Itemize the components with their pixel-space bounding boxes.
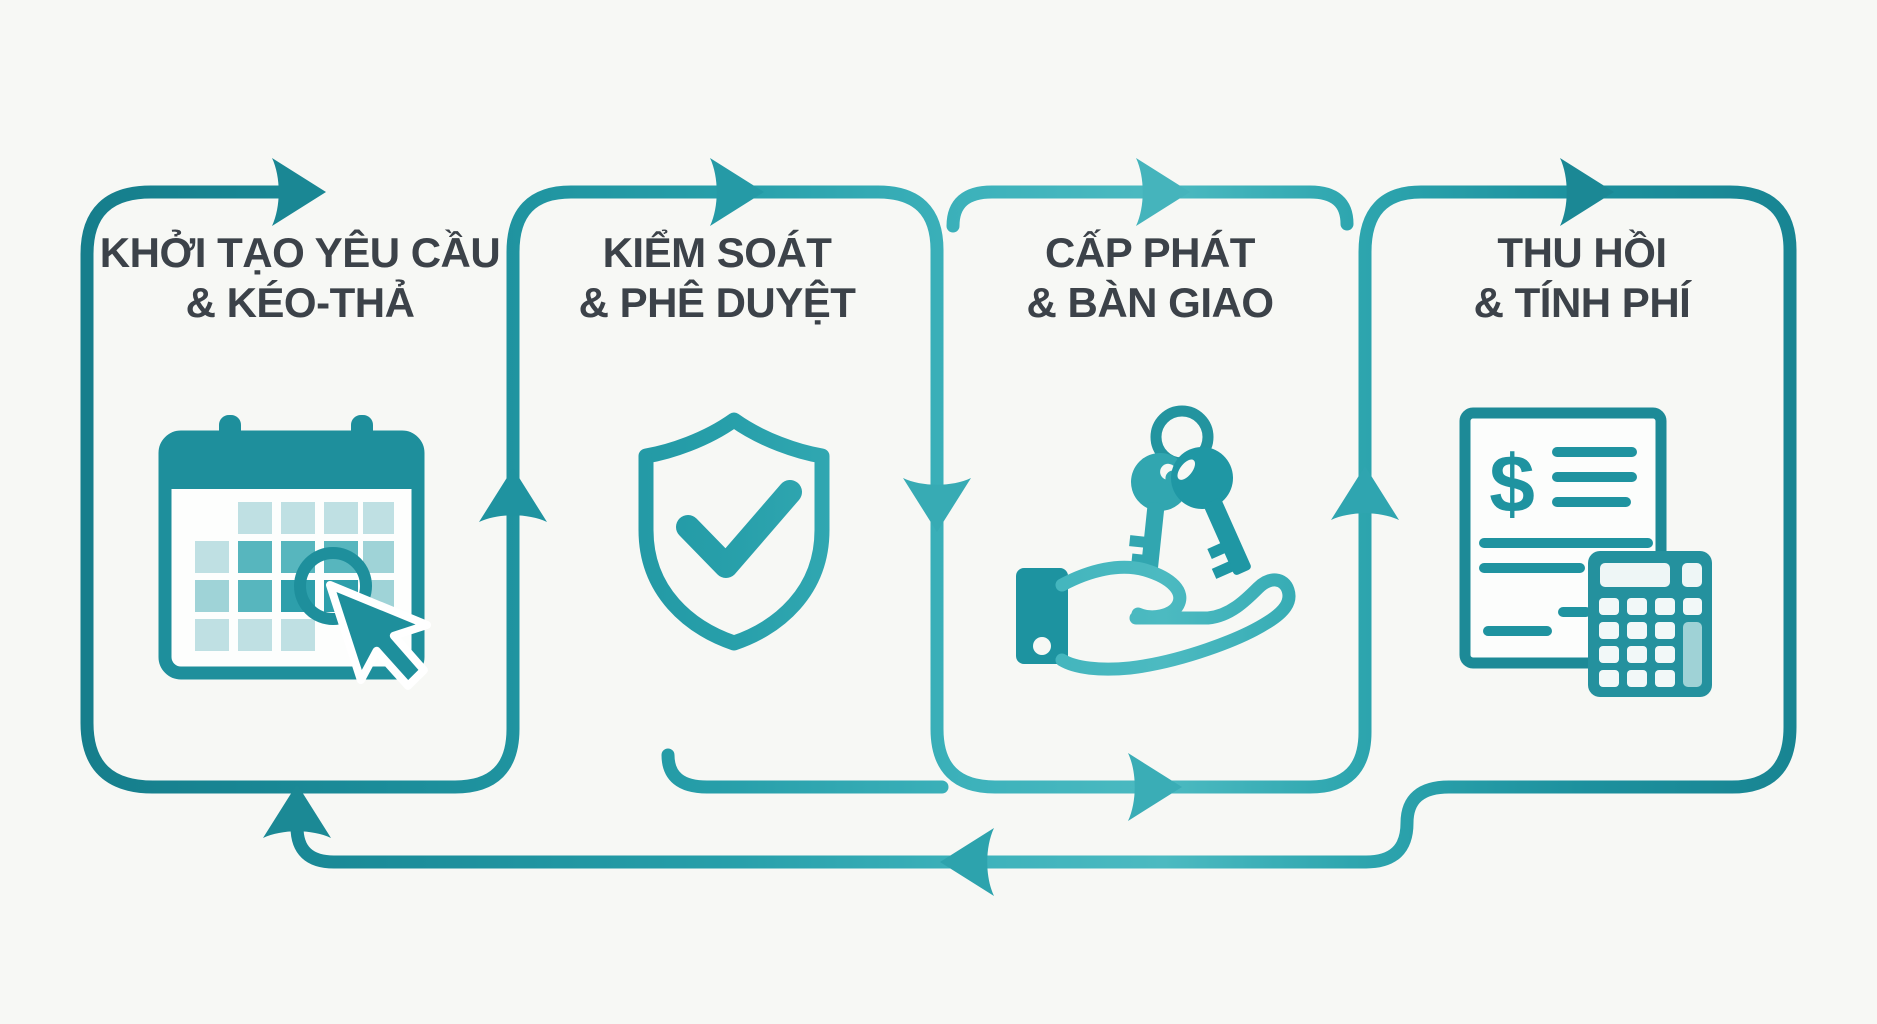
stage-2-title: KIỂM SOÁT & PHÊ DUYỆT [505, 228, 929, 328]
calculator-body [1588, 551, 1712, 697]
stage-2-title-line-2: & PHÊ DUYỆT [578, 279, 856, 326]
arrowhead-left-return [940, 828, 994, 896]
calendar-drag-drop-icon [158, 409, 432, 690]
stage-1-title-line-1: KHỞI TẠO YÊU CẦU [99, 229, 501, 276]
arrowhead-right-stage-1 [272, 158, 326, 226]
panel-2-bottom-border [661, 748, 949, 794]
calculator-tall-key [1683, 622, 1702, 687]
arrowhead-up-into-stage-1 [263, 784, 331, 838]
arrowheads [263, 158, 1614, 896]
invoice-calculator-icon: $ [1459, 407, 1712, 697]
hand-thumb-curl [1055, 560, 1187, 624]
key-left-icon [1129, 453, 1189, 575]
arrowhead-right-bottom-stage-3 [1128, 753, 1182, 821]
arrowhead-right-stage-2 [710, 158, 764, 226]
arrowhead-down-between-2-3 [903, 478, 971, 532]
dollar-sign: $ [1489, 439, 1535, 530]
hand-fingers [1055, 573, 1296, 676]
arrowhead-up-between-1-2 [479, 468, 547, 522]
stage-2-title-line-1: KIỂM SOÁT [602, 229, 832, 276]
stage-1-title: KHỞI TẠO YÊU CẦU & KÉO-THẢ [88, 228, 512, 328]
hand-keys-icon [1016, 405, 1296, 676]
stage-3-title: CẤP PHÁT & BÀN GIAO [938, 228, 1362, 328]
stage-3-title-line-1: CẤP PHÁT [1045, 229, 1255, 276]
stage-4-title: THU HỒI & TÍNH PHÍ [1370, 228, 1794, 328]
invoice-lines [1479, 447, 1653, 636]
key-right-icon [1171, 446, 1251, 579]
cycle-snake-line [146, 185, 1797, 869]
shield-check-icon [638, 412, 830, 651]
stage-4-title-line-2: & TÍNH PHÍ [1473, 279, 1691, 326]
calculator-display [1600, 563, 1670, 587]
arrowhead-right-stage-4 [1560, 158, 1614, 226]
hand-cuff [1016, 568, 1068, 664]
stage-1-title-line-2: & KÉO-THẢ [185, 279, 415, 326]
calculator-icon [1588, 551, 1712, 697]
shield-outline [638, 412, 830, 651]
calendar-header [165, 431, 418, 489]
arrowhead-up-between-3-4 [1331, 466, 1399, 520]
drag-cursor-icon [326, 581, 432, 690]
check-mark [676, 480, 802, 578]
open-hand-icon [1016, 560, 1296, 676]
stage-3-title-line-2: & BÀN GIAO [1026, 279, 1275, 326]
panel-1-left-border-top-arrow-line [80, 185, 293, 794]
calendar-date-highlight-circle [294, 547, 372, 625]
cuff-button [1033, 637, 1051, 655]
panel-3-top-arrow-line [946, 185, 1354, 233]
calculator-keys [1599, 598, 1702, 687]
stage-4-title-line-1: THU HỒI [1497, 229, 1667, 276]
calculator-top-right-key [1682, 563, 1702, 587]
arrowhead-right-stage-3 [1136, 158, 1190, 226]
